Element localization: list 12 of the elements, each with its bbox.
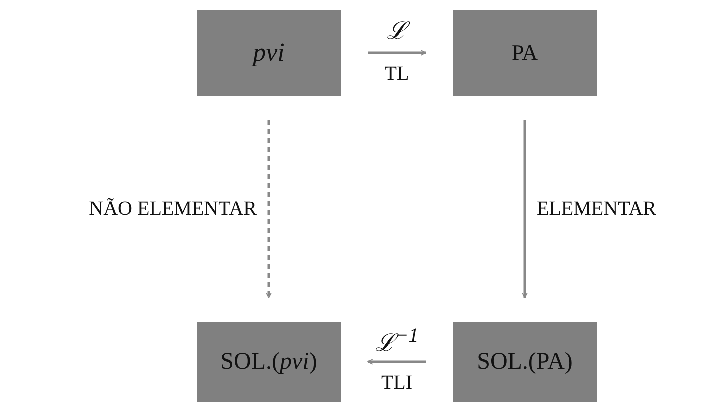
arrow	[522, 120, 528, 298]
box-text: PA	[512, 40, 538, 66]
process-box	[453, 322, 597, 402]
process-box	[197, 10, 341, 96]
process-box	[197, 322, 341, 402]
box-text: SOL.(pvi)	[220, 348, 318, 376]
box-text: pvi	[253, 38, 285, 68]
process-box	[453, 10, 597, 96]
arrow	[368, 50, 426, 56]
arrow	[368, 359, 426, 365]
box-text: SOL.(PA)	[477, 348, 573, 376]
arrow	[266, 120, 272, 298]
